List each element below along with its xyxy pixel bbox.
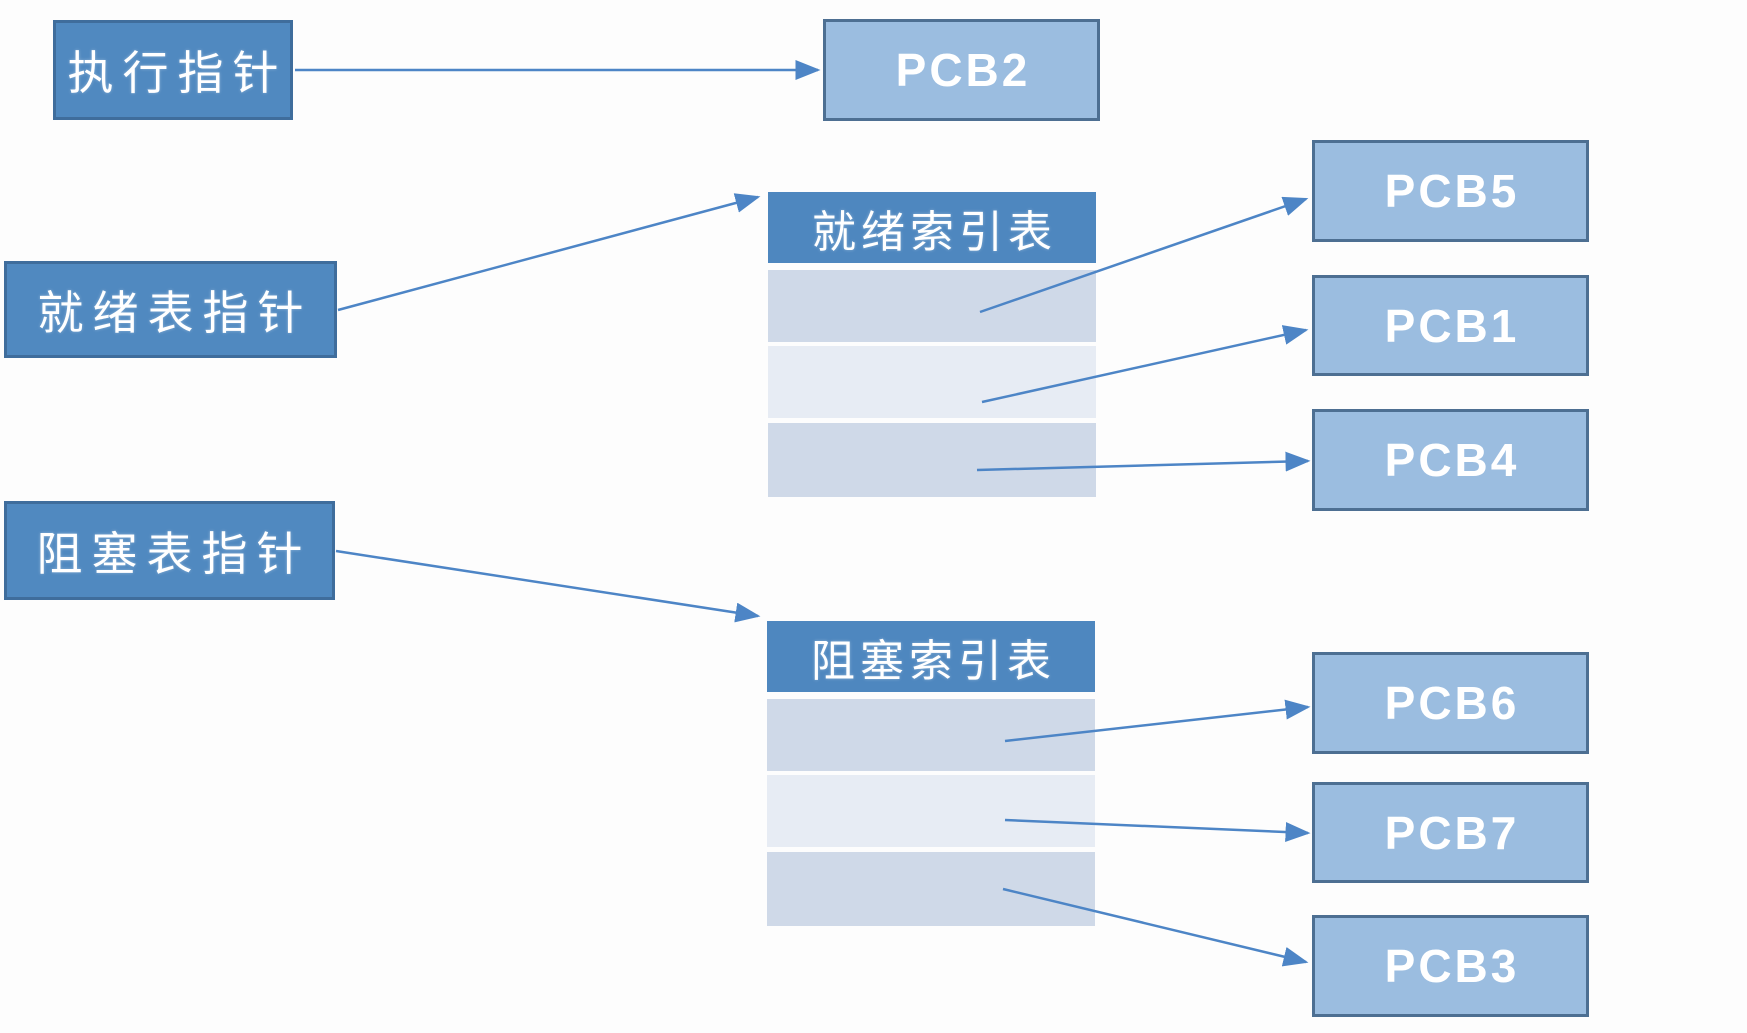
ready-pointer-box: 就绪表指针 — [4, 261, 337, 358]
exec-pointer-box: 执行指针 — [53, 20, 293, 120]
ready-index-table: 就绪索引表 — [768, 192, 1096, 497]
blocked-index-table-title: 阻塞索引表 — [767, 621, 1095, 692]
pcb1-box: PCB1 — [1312, 275, 1589, 376]
blocked-index-table-row-1 — [767, 699, 1095, 771]
ready-index-table-row-2 — [768, 346, 1096, 418]
ready-index-table-row-1 — [768, 270, 1096, 342]
blocked-index-table: 阻塞索引表 — [767, 621, 1095, 926]
pcb4-box: PCB4 — [1312, 409, 1589, 511]
pcb7-box: PCB7 — [1312, 782, 1589, 883]
blocked-index-table-row-3 — [767, 852, 1095, 926]
pcb2-box: PCB2 — [823, 19, 1100, 121]
blocked-pointer-box: 阻塞表指针 — [4, 501, 335, 600]
pcb5-box: PCB5 — [1312, 140, 1589, 242]
ready-index-table-title: 就绪索引表 — [768, 192, 1096, 263]
pcb3-box: PCB3 — [1312, 915, 1589, 1017]
ready-index-table-row-3 — [768, 423, 1096, 497]
pcb6-box: PCB6 — [1312, 652, 1589, 754]
blocked-index-table-row-2 — [767, 775, 1095, 847]
arrow-ready-pointer-to-ready-table — [337, 193, 761, 312]
arrow-blocked-pointer-to-blocked-table — [335, 549, 761, 623]
